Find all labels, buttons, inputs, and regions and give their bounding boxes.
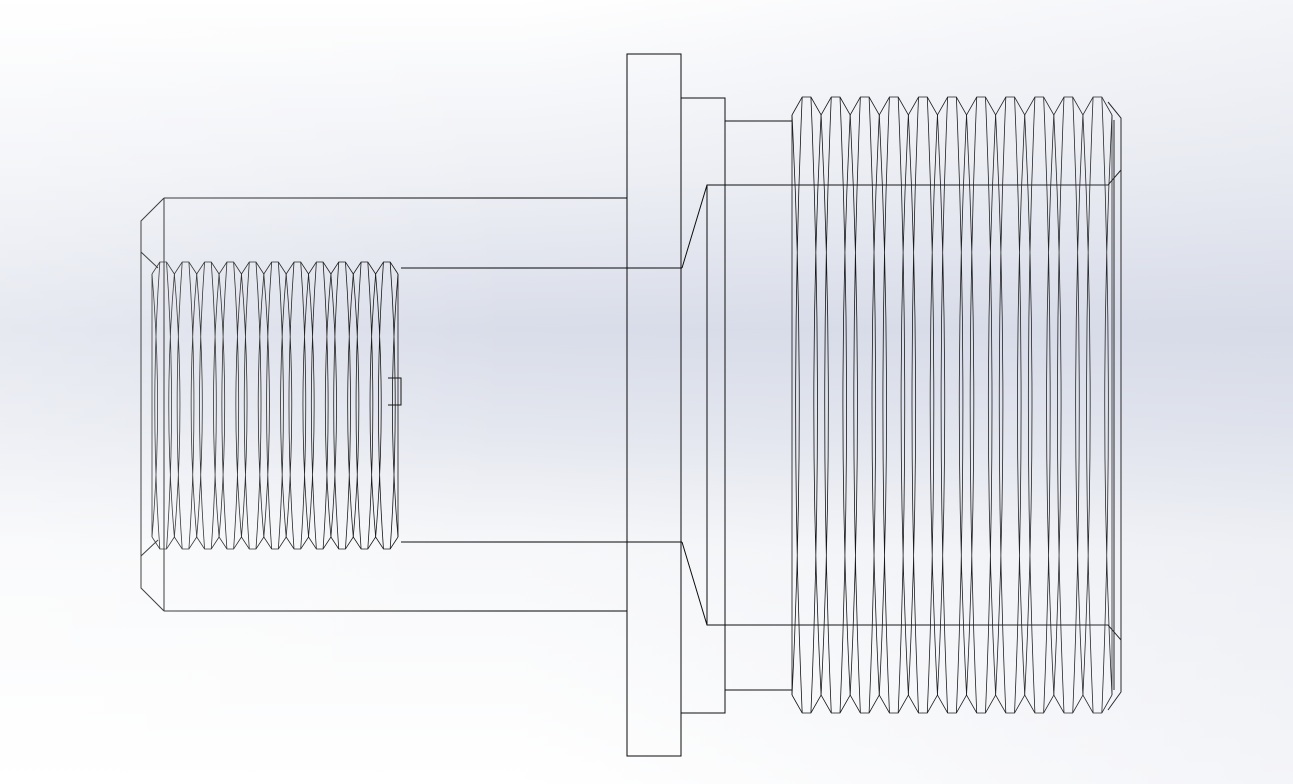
right-thread-crest-top bbox=[791, 96, 1113, 116]
right-thread-helix bbox=[849, 96, 880, 714]
left-thread-helix bbox=[151, 261, 175, 550]
right-thread-helix bbox=[1053, 96, 1084, 714]
inner-bore bbox=[388, 267, 682, 543]
right-thread-helix bbox=[907, 96, 938, 714]
left-thread-boundary bbox=[151, 274, 399, 537]
neck bbox=[681, 120, 1122, 691]
right-thread-helix bbox=[1082, 96, 1113, 714]
right-thread-helix bbox=[878, 96, 909, 714]
left-thread-helix bbox=[241, 261, 265, 550]
right-thread-boundary bbox=[791, 115, 1113, 695]
right-thread-crest-bottom bbox=[791, 694, 1113, 714]
left-thread-helix bbox=[375, 261, 399, 550]
right-thread-helix bbox=[1024, 96, 1055, 714]
left-thread-crest-top bbox=[151, 261, 399, 275]
right-thread-helix bbox=[995, 96, 1026, 714]
right-thread-helix bbox=[937, 96, 967, 714]
right-thread-helix bbox=[966, 96, 997, 714]
left-thread-helix bbox=[330, 261, 354, 550]
right-end-face bbox=[1107, 101, 1122, 711]
right-thread-helix bbox=[791, 96, 822, 714]
left-thread-helix bbox=[352, 261, 377, 550]
left-thread-helix bbox=[218, 261, 242, 550]
left-thread-helix bbox=[285, 261, 309, 550]
right-thread-helix bbox=[820, 96, 851, 714]
left-thread-helix bbox=[263, 261, 287, 550]
left-thread-crest-bottom bbox=[151, 536, 399, 550]
left-shank bbox=[140, 197, 627, 612]
left-thread bbox=[151, 261, 399, 550]
left-thread-helix bbox=[308, 261, 332, 550]
flange bbox=[626, 53, 726, 757]
left-thread-helix bbox=[173, 261, 198, 550]
right-thread bbox=[791, 96, 1113, 714]
left-thread-helix bbox=[196, 261, 220, 550]
